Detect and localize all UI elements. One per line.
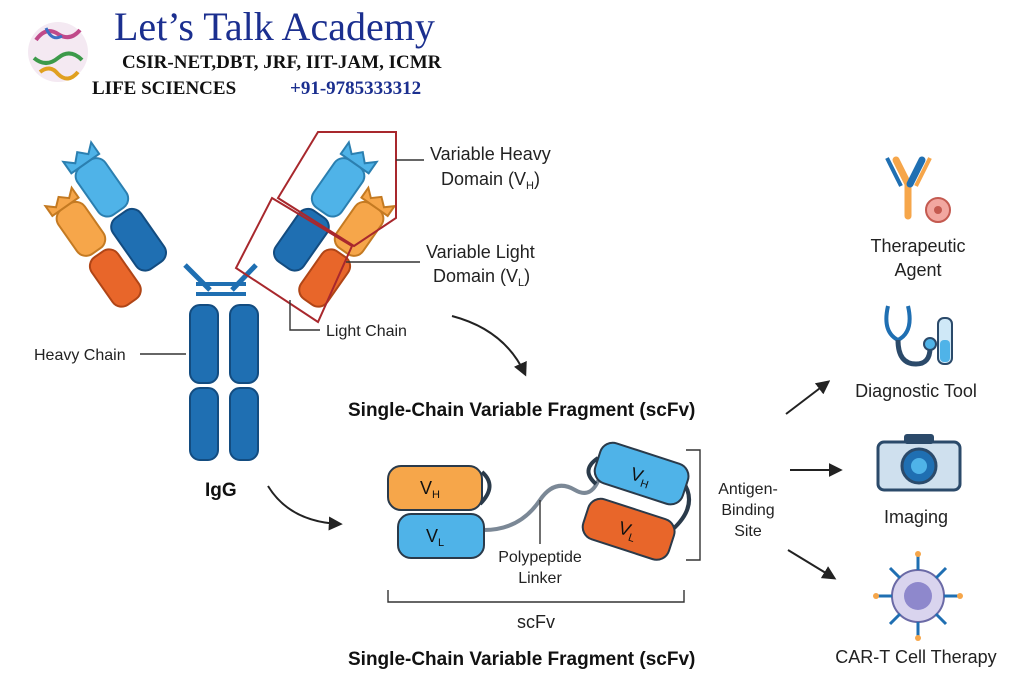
scfv-vl-left: VL (426, 526, 444, 549)
app-imaging: Imaging (884, 507, 948, 527)
car-t-cell-icon (873, 551, 963, 641)
scfv-title-bottom: Single-Chain Variable Fragment (scFv) (348, 649, 695, 670)
scfv-vl-right: VL (615, 517, 639, 544)
camera-icon (876, 434, 962, 492)
scfv-vh-left: VH (420, 478, 440, 501)
arrow-icon (785, 380, 831, 415)
app-therapeutic-line1: Therapeutic (870, 236, 965, 256)
curved-arrow-icon (267, 485, 343, 531)
scfv-title-top: Single-Chain Variable Fragment (scFv) (348, 400, 695, 421)
arrow-icon (787, 549, 837, 580)
subject-label: LIFE SCIENCES (92, 78, 236, 99)
scfv-vh-right: VH (627, 463, 653, 491)
igg-antibody (43, 131, 397, 461)
vl-highlight-box (234, 196, 354, 324)
exam-list: CSIR-NET,DBT, JRF, IIT-JAM, ICMR (122, 52, 442, 73)
app-car-t: CAR-T Cell Therapy (835, 647, 996, 667)
binding-site-line1: Antigen- (718, 481, 778, 498)
antibody-cell-icon (885, 156, 951, 223)
linker-label-line1: Polypeptide (498, 549, 582, 566)
scfv-fragment (387, 441, 692, 561)
curved-arrow-icon (451, 315, 527, 377)
app-therapeutic-line2: Agent (894, 260, 941, 280)
heavy-chain-label: Heavy Chain (34, 347, 126, 364)
vh-label-line2: Domain (VH) (441, 169, 540, 192)
igg-label: IgG (205, 480, 237, 501)
academy-logo-icon (28, 22, 88, 82)
app-diagnostic: Diagnostic Tool (855, 381, 977, 401)
light-chain-label: Light Chain (326, 323, 407, 340)
binding-site-line2: Binding (721, 502, 774, 519)
vl-label-line2: Domain (VL) (433, 266, 530, 289)
scfv-bracket-label: scFv (517, 612, 555, 632)
academy-title: Let’s Talk Academy (114, 4, 435, 49)
linker-label-line2: Linker (518, 570, 562, 587)
binding-site-line3: Site (734, 523, 762, 540)
phone-number: +91-9785333312 (290, 78, 421, 99)
vh-label-line1: Variable Heavy (430, 144, 551, 164)
stethoscope-tube-icon (884, 305, 953, 367)
vh-highlight-box (276, 131, 397, 248)
vl-label-line1: Variable Light (426, 242, 535, 262)
